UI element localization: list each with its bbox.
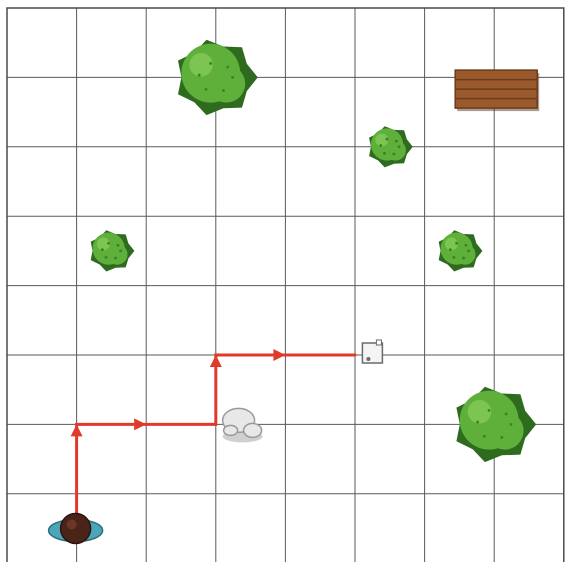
rock-icon	[223, 408, 263, 442]
bush-icon	[178, 40, 258, 115]
map-objects	[91, 40, 540, 462]
route-path	[71, 349, 355, 529]
person-layer	[49, 514, 103, 544]
arrowhead-icon	[71, 424, 83, 436]
bush-icon	[456, 387, 536, 462]
box-icon	[362, 340, 382, 363]
arrowhead-icon	[210, 355, 222, 367]
bush-icon	[369, 126, 413, 167]
bench-icon	[455, 70, 539, 111]
bush-icon	[439, 230, 483, 271]
person-top-view-icon	[49, 514, 103, 544]
arrowhead-icon	[273, 349, 285, 361]
bush-icon	[91, 230, 135, 271]
arrowhead-icon	[134, 418, 146, 430]
